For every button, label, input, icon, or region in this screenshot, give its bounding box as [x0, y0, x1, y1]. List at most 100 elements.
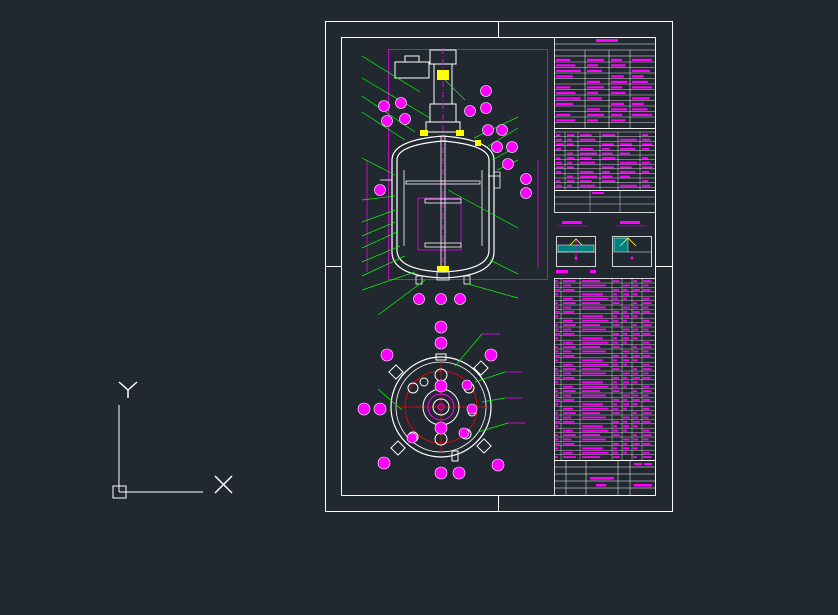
table-text-mark	[613, 425, 617, 428]
table-text-mark	[613, 412, 620, 414]
table-text-mark	[555, 390, 558, 392]
table-text-mark	[633, 280, 637, 282]
table-text-mark	[623, 297, 627, 300]
table-text-mark	[623, 377, 628, 379]
table-text-mark	[555, 438, 559, 441]
table-text-mark	[632, 58, 652, 61]
table-text-mark	[556, 113, 571, 116]
table-text-mark	[563, 284, 572, 287]
ucs-y-glyph-b	[127, 381, 138, 391]
table-text-mark	[643, 421, 651, 423]
table-text-mark	[582, 416, 606, 419]
table-text-mark	[613, 302, 620, 304]
table-text-mark	[623, 355, 628, 357]
table-text-mark	[556, 97, 581, 100]
table-text-mark	[632, 97, 650, 100]
table-text-mark	[555, 284, 559, 287]
table-text-mark	[643, 456, 652, 458]
motor-body	[394, 61, 430, 79]
table-text-mark	[582, 438, 606, 441]
table-text-mark	[643, 297, 650, 300]
table-text-mark	[567, 161, 572, 164]
table-text-mark	[587, 91, 598, 94]
table-text-mark	[563, 280, 576, 282]
leader-lines	[361, 55, 519, 316]
table-text-mark	[582, 306, 606, 309]
table-text-mark	[563, 434, 576, 436]
table-text-mark	[555, 289, 560, 291]
table-text-mark	[642, 157, 649, 159]
table-text-mark	[567, 184, 572, 187]
table-text-mark	[623, 421, 628, 423]
table-text-mark	[582, 407, 609, 410]
table-text-mark	[563, 311, 575, 313]
table-text-mark	[563, 341, 573, 344]
impeller-upper	[424, 198, 462, 204]
table-text-mark	[580, 157, 592, 159]
table-text-mark	[623, 425, 629, 428]
table-text-mark	[555, 311, 560, 313]
table-text-mark	[613, 451, 619, 454]
ucs-icon	[112, 381, 233, 499]
table-text-mark	[580, 152, 598, 155]
table-text-mark	[633, 381, 638, 384]
table-text-mark	[642, 166, 653, 169]
table-text-mark	[587, 86, 604, 89]
table-text-mark	[582, 328, 606, 331]
table-text-mark	[633, 399, 640, 401]
ucs-y-glyph-a	[118, 381, 129, 391]
table-text-mark	[555, 412, 558, 414]
table-text-mark	[555, 328, 559, 331]
table-text-mark	[633, 302, 637, 304]
table-text-mark	[633, 359, 638, 362]
table-text-mark	[555, 355, 560, 357]
table-text-mark	[567, 138, 572, 141]
coupling-highlight	[437, 70, 449, 80]
vessel-outline	[390, 356, 492, 458]
table-text-mark	[563, 399, 575, 401]
tech-table-title	[596, 39, 618, 42]
table-text-mark	[602, 175, 613, 178]
table-text-mark	[613, 280, 620, 282]
table-text-mark	[613, 297, 619, 300]
table-text-mark	[563, 368, 576, 370]
table-text-mark	[556, 102, 573, 105]
table-text-mark	[613, 377, 619, 379]
table-text-mark	[643, 311, 651, 313]
table-text-mark	[555, 333, 560, 335]
table-text-mark	[567, 157, 575, 159]
table-text-mark	[613, 421, 619, 423]
table-text-mark	[563, 328, 572, 331]
table-text-mark	[563, 319, 573, 322]
table-text-mark	[580, 175, 598, 178]
table-text-mark	[563, 438, 572, 441]
table-text-mark	[587, 58, 604, 61]
table-text-mark	[623, 407, 627, 410]
table-text-mark	[555, 434, 558, 436]
table-text-mark	[643, 434, 652, 436]
table-text-mark	[563, 412, 576, 414]
detail-view-b	[612, 221, 652, 267]
table-text-mark	[567, 152, 573, 155]
table-text-mark	[563, 429, 573, 432]
table-text-mark	[643, 377, 651, 379]
table-text-mark	[632, 113, 652, 116]
table-text-mark	[632, 108, 648, 111]
table-text-mark	[563, 333, 575, 335]
table-text-mark	[623, 315, 629, 318]
table-text-mark	[643, 280, 652, 282]
table-text-mark	[602, 143, 614, 146]
table-text-mark	[580, 138, 596, 141]
table-text-mark	[613, 390, 620, 392]
table-text-mark	[643, 328, 649, 331]
motor-cap	[404, 55, 420, 63]
table-text-mark	[582, 359, 603, 362]
bottom-valve-highlight	[437, 266, 449, 272]
table-text-mark	[611, 91, 626, 94]
table-text-mark	[642, 134, 649, 136]
table-text-mark	[632, 69, 650, 72]
drive-unit	[394, 48, 461, 270]
table-text-mark	[555, 293, 559, 296]
